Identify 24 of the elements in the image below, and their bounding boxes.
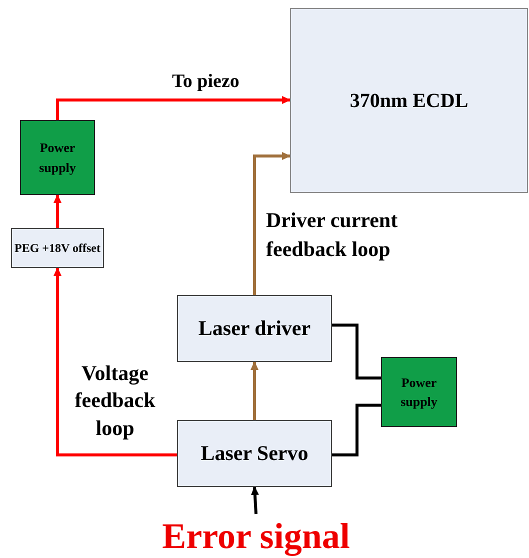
arrow: [253, 152, 291, 295]
offset-box: [11, 228, 104, 268]
arrow: [250, 361, 258, 420]
power-supply-box: [381, 357, 457, 427]
node-text: Error signal: [162, 515, 350, 558]
node-text: PEG +18V offset: [14, 240, 100, 256]
process-box: [177, 295, 332, 362]
edge-label: Driver current feedback loop: [266, 207, 399, 264]
power-supply-box: [20, 120, 95, 195]
arrow: [250, 486, 259, 514]
node-text: Power supply: [38, 139, 77, 177]
edge-label: To piezo: [172, 70, 240, 94]
connector-line: [332, 404, 381, 456]
arrow: [54, 194, 62, 228]
laser-box: [290, 8, 528, 193]
node-text: Laser Servo: [200, 440, 308, 468]
node-text: 370nm ECDL: [350, 88, 468, 114]
process-box: [177, 420, 332, 487]
arrow: [56, 96, 291, 120]
edge-label: Voltage feedback loop: [74, 360, 156, 442]
node-text: Power supply: [400, 374, 438, 411]
node-text: Laser driver: [198, 315, 311, 342]
arrow: [54, 267, 177, 456]
connector-line: [332, 324, 381, 380]
